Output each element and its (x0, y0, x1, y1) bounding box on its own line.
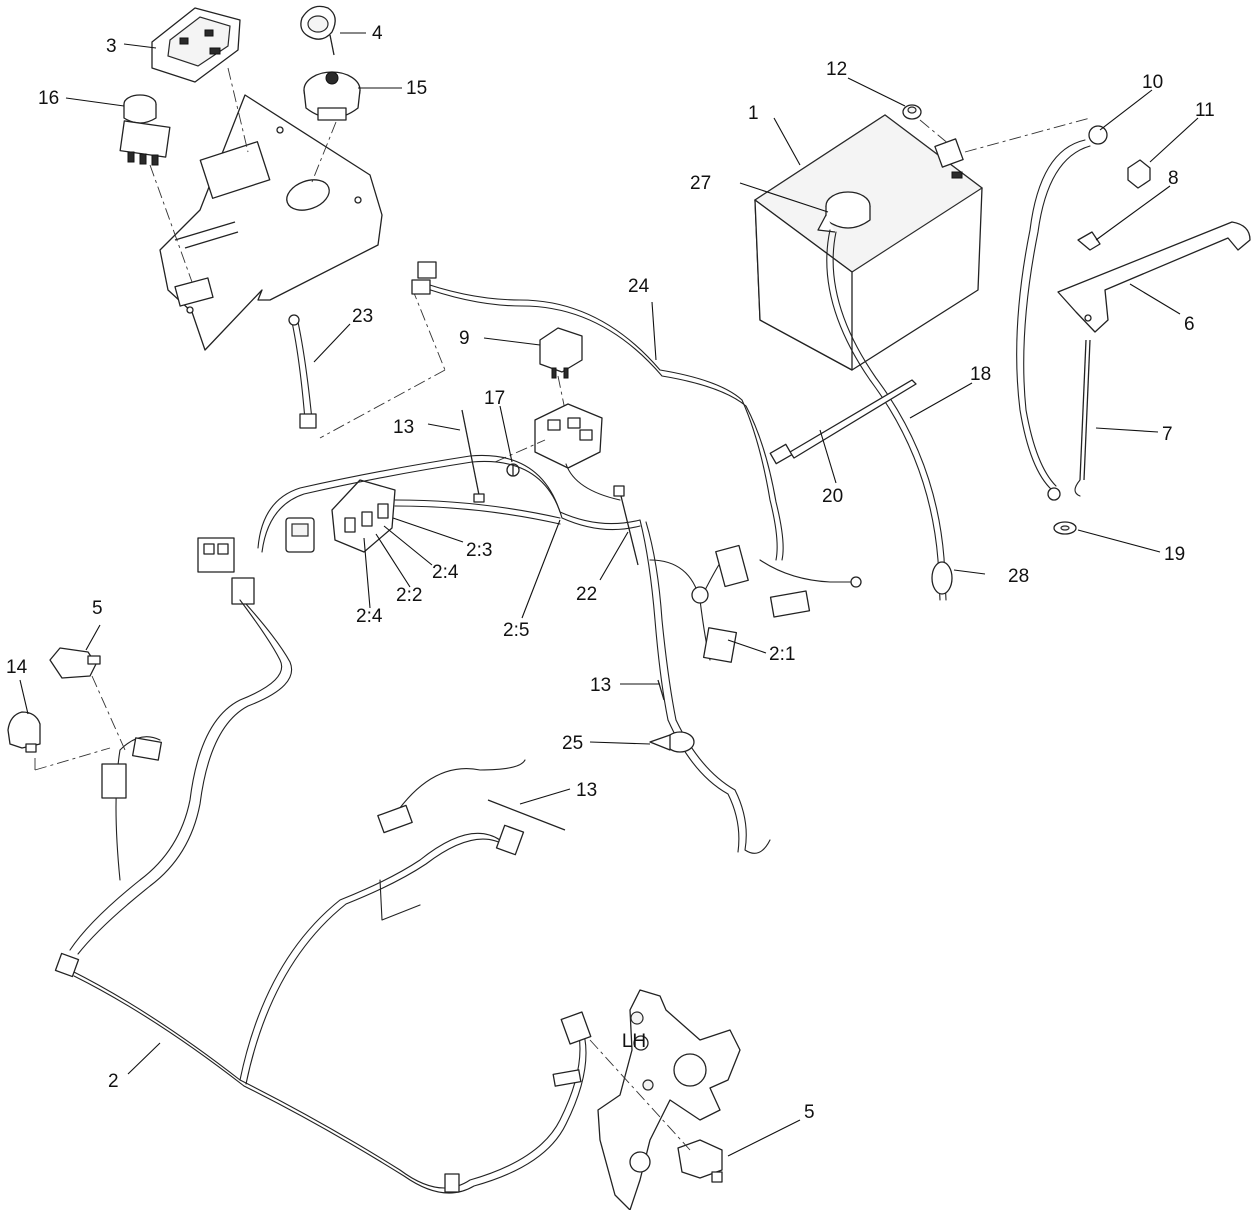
harness-grommet (649, 731, 695, 753)
callout-2-4b: 2:4 (356, 606, 383, 627)
harness-connector (231, 577, 255, 605)
callout-13a: 13 (393, 417, 414, 438)
callout-27: 27 (690, 173, 711, 194)
callout-10: 10 (1142, 72, 1163, 93)
ignition-key (300, 5, 336, 56)
alignment-line (319, 369, 446, 439)
callout-3: 3 (106, 36, 117, 57)
callout-28: 28 (1008, 566, 1029, 587)
upper-wire-run (411, 261, 784, 561)
control-panel-plate (159, 94, 383, 351)
brake-switch (677, 1139, 723, 1183)
alignment-line (34, 747, 111, 771)
alignment-line (411, 287, 446, 371)
alignment-line (91, 675, 126, 751)
callout-2: 2 (108, 1071, 119, 1092)
cable-tie (657, 679, 665, 701)
alignment-line (919, 119, 951, 146)
cable-tie (487, 799, 566, 831)
ignition-switch (303, 71, 361, 121)
callout-17: 17 (484, 388, 505, 409)
relay (539, 327, 583, 379)
callout-5a: 5 (92, 598, 103, 619)
hold-down-rod (1074, 339, 1091, 497)
callout-9: 9 (459, 328, 470, 349)
callout-2-3: 2:3 (466, 540, 492, 561)
callout-5b: 5 (804, 1102, 815, 1123)
callout-22: 22 (576, 584, 597, 605)
callout-19: 19 (1164, 544, 1185, 565)
battery-hold-down-bracket (1057, 221, 1251, 333)
fuse-block (331, 479, 396, 553)
alignment-line (589, 1039, 691, 1151)
callout-1: 1 (748, 103, 759, 124)
callout-23: 23 (352, 306, 373, 327)
negative-battery-cable (1016, 125, 1108, 501)
battery-terminal-cover (817, 191, 871, 233)
alignment-line (227, 67, 249, 153)
screw (506, 463, 520, 477)
callout-16: 16 (38, 88, 59, 109)
harness-connector (197, 537, 235, 573)
callout-8: 8 (1168, 168, 1179, 189)
relay-socket (534, 403, 603, 469)
callout-24: 24 (628, 276, 650, 297)
alignment-line (964, 117, 1091, 153)
harness-strap (613, 485, 639, 566)
pto-switch (119, 94, 171, 166)
seat-switch (49, 647, 101, 679)
callout-2-2: 2:2 (396, 585, 422, 606)
wing-nut (1077, 231, 1101, 251)
alignment-line (149, 164, 193, 283)
positive-battery-cable (826, 229, 953, 601)
callout-2-1: 2:1 (769, 644, 795, 665)
nut (902, 104, 922, 120)
alignment-line (494, 439, 546, 463)
callout-13c: 13 (576, 780, 597, 801)
callout-13b: 13 (590, 675, 611, 696)
callout-25: 25 (562, 733, 583, 754)
callout-6: 6 (1184, 314, 1195, 335)
neutral-switch (7, 711, 41, 753)
alignment-line (311, 121, 337, 183)
brake-pivot-bracket: LH (597, 989, 741, 1210)
jumper-lead (288, 314, 317, 429)
battery (753, 114, 984, 371)
callout-2-4a: 2:4 (432, 562, 459, 583)
callout-2-5: 2:5 (503, 620, 529, 641)
callout-12: 12 (826, 59, 847, 80)
callout-11: 11 (1195, 100, 1215, 121)
alignment-line (557, 375, 566, 411)
callout-14: 14 (6, 657, 28, 678)
callout-4: 4 (372, 23, 383, 44)
bracket-side-marking: LH (622, 1031, 646, 1052)
callout-7: 7 (1162, 424, 1173, 445)
callout-labels: 1 2 2:1 2:2 2:3 2:4 2:4 2:5 3 4 5 5 6 7 … (6, 23, 1215, 1123)
callout-20: 20 (822, 486, 843, 507)
bolt (1127, 159, 1151, 189)
hour-meter-display (151, 7, 241, 83)
callout-18: 18 (970, 364, 991, 385)
cable-tie (769, 379, 917, 465)
main-wire-harness (54, 454, 862, 1194)
leader-lines (19, 32, 1199, 1157)
harness-connector (285, 517, 315, 553)
cable-tie (461, 409, 485, 503)
callout-15: 15 (406, 78, 427, 99)
washer (1053, 521, 1077, 535)
